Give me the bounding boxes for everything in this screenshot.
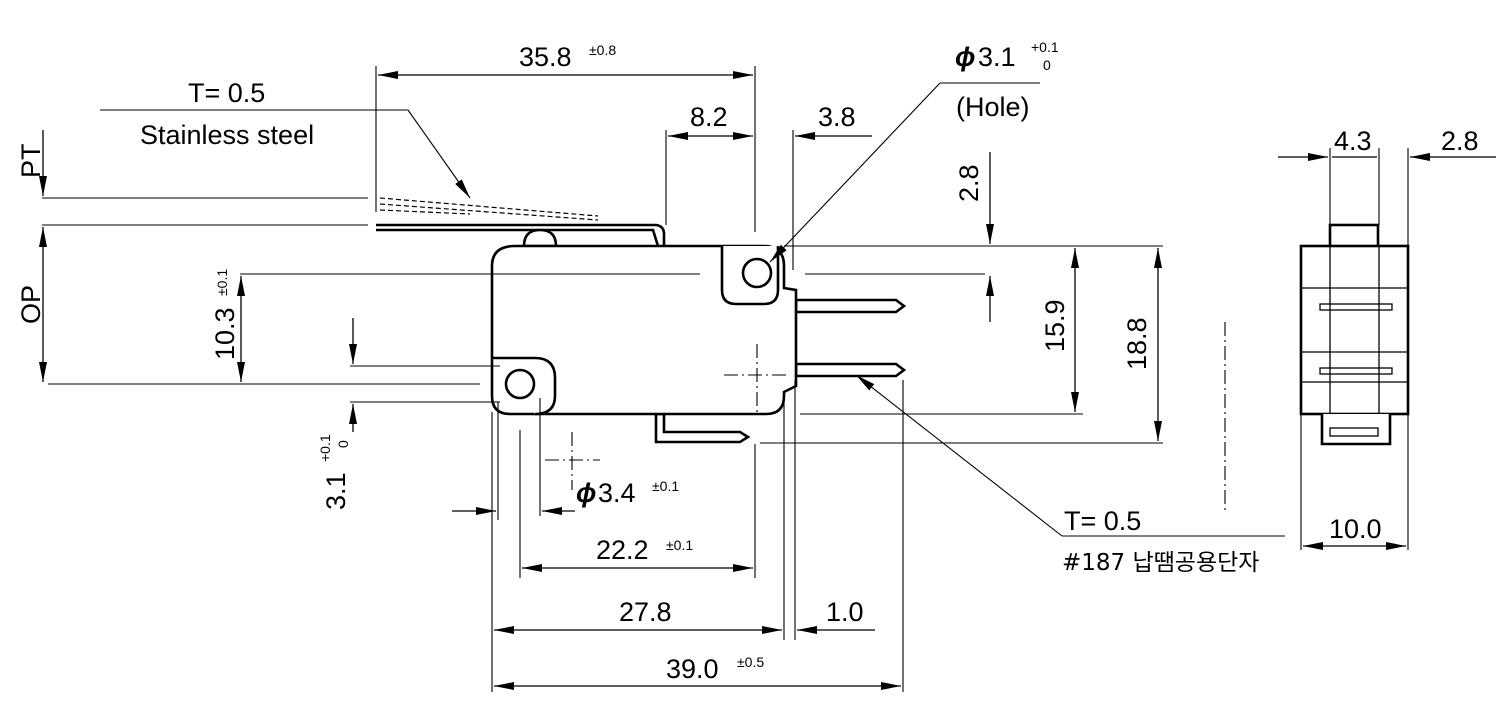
- dim-overall-height: 18.8: [1122, 317, 1152, 370]
- dim-side-b: 2.8: [1441, 126, 1479, 156]
- dim-lever-tip-gap: 3.8: [818, 102, 856, 132]
- dim-hole-small-tol-lower: 0: [335, 440, 351, 448]
- extension-lines: [42, 66, 1285, 692]
- dim-hole-top-from-top: 2.8: [954, 164, 984, 202]
- dim-overall-lever: 35.8: [519, 42, 572, 72]
- lever-thickness: T= 0.5: [188, 78, 265, 108]
- label-pt: PT: [16, 143, 46, 178]
- dim-hole-top-tol-upper: +0.1: [1031, 39, 1059, 55]
- dim-overall-lever-tol: ±0.8: [589, 42, 616, 58]
- dim-overall-length-tol: ±0.5: [737, 654, 764, 670]
- dim-side-a: 4.3: [1334, 126, 1372, 156]
- lever: [376, 197, 666, 248]
- dim-hole-small: 3.1: [321, 472, 351, 510]
- dim-hole-small-tol-upper: +0.1: [317, 434, 333, 462]
- terminal-thickness: T= 0.5: [1064, 506, 1141, 536]
- dim-lever-tip-offset: 8.2: [690, 102, 728, 132]
- note-texts: T= 0.5 Stainless steel PT OP T= 0.5 #187…: [16, 78, 1259, 576]
- dim-hole-top-tol-lower: 0: [1043, 57, 1051, 73]
- dim-hole-spacing-h-tol: ±0.1: [666, 537, 693, 553]
- leader-lines: [407, 82, 1063, 537]
- side-view: [1278, 148, 1496, 550]
- dim-hole-top: 3.1: [978, 42, 1016, 72]
- side-body: [1299, 244, 1410, 416]
- dim-hole-top-prefix: ϕ: [955, 42, 975, 72]
- hole-top: [741, 257, 773, 289]
- hole-bottom: [504, 368, 536, 400]
- terminal-note: #187 납땜공용단자: [1062, 550, 1259, 576]
- terminal-middle: [794, 362, 907, 378]
- label-op: OP: [16, 285, 46, 324]
- terminal-top: [794, 298, 907, 314]
- dim-hole-bottom-tol: ±0.1: [652, 478, 679, 494]
- dim-hole-spacing-h: 22.2: [596, 535, 649, 565]
- dim-hole-bottom: 3.4: [598, 478, 636, 508]
- dim-body-height: 15.9: [1040, 299, 1070, 352]
- plunger: [1328, 223, 1380, 249]
- hole-note: (Hole): [956, 92, 1030, 122]
- front-view: [39, 66, 1285, 692]
- dim-side-width: 10.0: [1329, 514, 1382, 544]
- terminal-bottom: [654, 412, 751, 444]
- side-extension-lines: [1300, 148, 1409, 550]
- dim-terminal-pos: 27.8: [619, 597, 672, 627]
- roller: [522, 228, 558, 248]
- dim-overall-length: 39.0: [666, 654, 719, 684]
- lever-material: Stainless steel: [140, 120, 314, 150]
- dimension-texts: 35.8 ±0.8 8.2 3.8 ϕ 3.1 +0.1 0 (Hole) 2.…: [210, 39, 1479, 684]
- dimension-lines: [39, 71, 1162, 690]
- dim-hole-bottom-prefix: ϕ: [576, 478, 596, 508]
- side-dimension-lines: [1278, 153, 1496, 550]
- dim-hole-spacing-v-tol: ±0.1: [214, 269, 230, 296]
- dim-hole-spacing-v: 10.3: [210, 307, 240, 360]
- dim-terminal-width: 1.0: [826, 597, 864, 627]
- center-lines: [545, 322, 1226, 512]
- mounting-holes: [492, 246, 780, 416]
